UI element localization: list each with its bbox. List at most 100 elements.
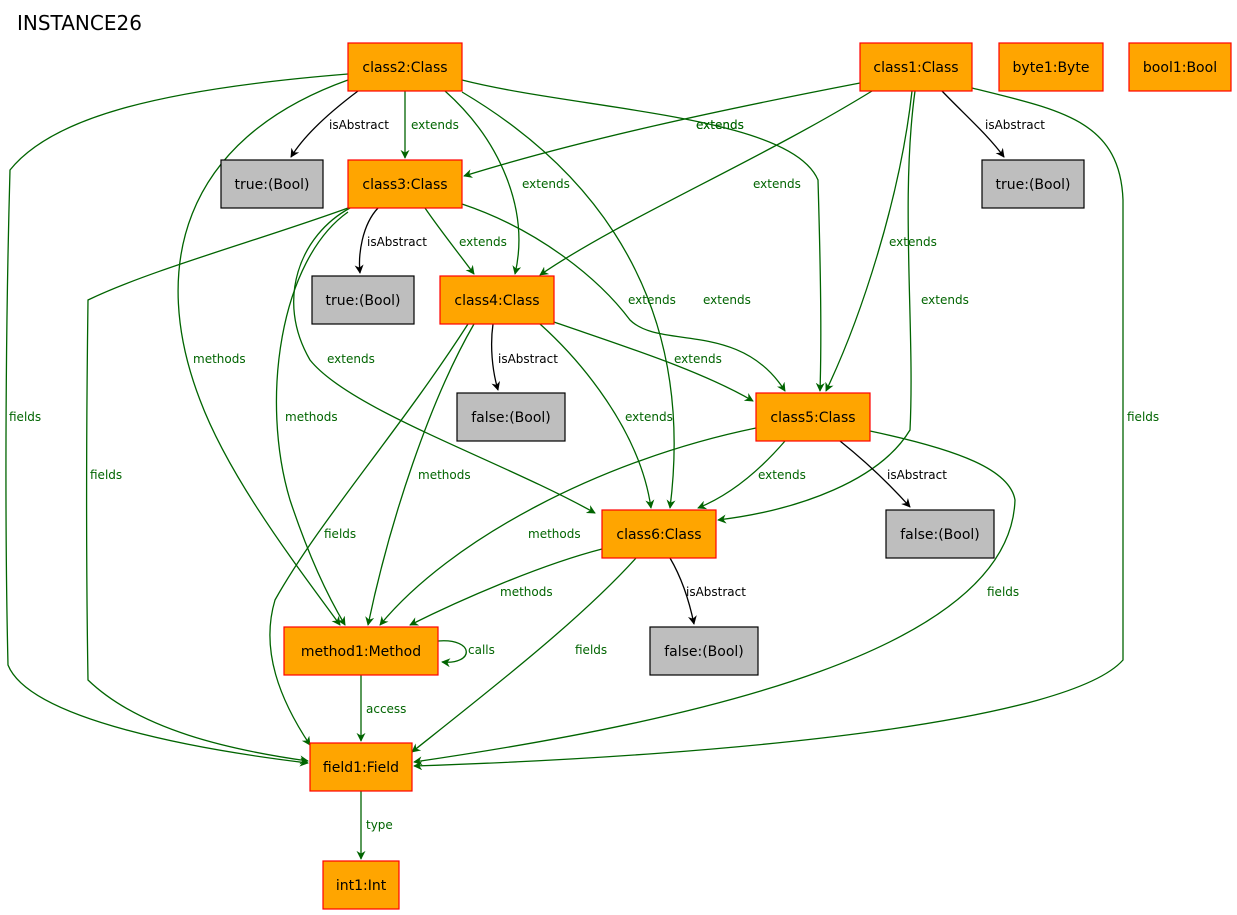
edge-label-fields: fields	[324, 527, 356, 541]
node-class5[interactable]: class5:Class	[755, 392, 871, 442]
edge-class2-extends-class6: extends	[461, 91, 751, 509]
edge-label-access: access	[366, 702, 406, 716]
node-label: false:(Bool)	[900, 527, 980, 543]
edge-label-fields: fields	[575, 643, 607, 657]
node-field1[interactable]: field1:Field	[309, 742, 413, 792]
node-bool1[interactable]: bool1:Bool	[1128, 42, 1232, 92]
edge-line	[411, 557, 637, 753]
node-v-true-c[interactable]: true:(Bool)	[311, 275, 415, 325]
edge-class5-extends-class6: extends	[697, 440, 806, 510]
edge-line	[437, 640, 467, 668]
edge-label-isabstract: isAbstract	[686, 585, 746, 599]
edge-line	[490, 323, 500, 391]
node-box	[347, 42, 463, 92]
edge-label-extends: extends	[921, 293, 969, 307]
edge-label-fields: fields	[1127, 410, 1159, 424]
edge-line	[697, 440, 786, 510]
edge-class2-methods-method1: methods	[177, 79, 349, 626]
node-box	[322, 860, 400, 910]
edge-label-fields: fields	[90, 468, 122, 482]
node-box	[859, 42, 973, 92]
node-box	[439, 275, 555, 325]
node-box	[347, 159, 463, 209]
edge-label-extends: extends	[674, 352, 722, 366]
node-class6[interactable]: class6:Class	[601, 509, 717, 559]
node-label: method1:Method	[301, 644, 421, 660]
edge-class4-extends-class5: extends	[553, 321, 754, 402]
edge-class1-isabstract-v-true-b: isAbstract	[941, 90, 1045, 158]
node-class3[interactable]: class3:Class	[347, 159, 463, 209]
node-v-false-c[interactable]: false:(Bool)	[649, 626, 759, 676]
edge-class3-extends-class5: extends	[461, 203, 786, 392]
edge-line	[409, 548, 603, 626]
edge-class3-extends-class6: extends	[293, 207, 596, 514]
node-method1[interactable]: method1:Method	[283, 626, 439, 676]
node-byte1[interactable]: byte1:Byte	[998, 42, 1104, 92]
node-label: class4:Class	[454, 293, 539, 309]
node-v-false-a[interactable]: false:(Bool)	[456, 392, 566, 442]
edge-line	[177, 79, 349, 626]
edge-line	[717, 90, 916, 524]
node-box	[998, 42, 1104, 92]
edge-label-extends: extends	[696, 118, 744, 132]
node-box	[981, 159, 1085, 209]
edge-class1-extends-class4: extends	[539, 90, 873, 276]
edge-line	[365, 323, 475, 626]
edge-line	[269, 323, 469, 746]
node-label: class3:Class	[362, 177, 447, 193]
edge-line	[354, 207, 379, 274]
edge-label-methods: methods	[285, 410, 338, 424]
node-v-true-b[interactable]: true:(Bool)	[981, 159, 1085, 209]
edge-label-methods: methods	[418, 468, 471, 482]
edge-label-isabstract: isAbstract	[329, 118, 389, 132]
node-label: byte1:Byte	[1013, 60, 1090, 76]
edge-class1-extends-class3: extends	[463, 82, 861, 178]
node-label: class1:Class	[873, 60, 958, 76]
node-class2[interactable]: class2:Class	[347, 42, 463, 92]
edge-label-extends: extends	[889, 235, 937, 249]
edge-class3-fields-field1: fields	[85, 207, 349, 765]
edge-line	[413, 87, 1124, 771]
edge-label-extends: extends	[758, 468, 806, 482]
node-label: class2:Class	[362, 60, 447, 76]
edge-field1-type-int1: type	[356, 791, 393, 860]
edge-label-methods: methods	[500, 585, 553, 599]
edge-class5-fields-field1: fields	[413, 430, 1019, 766]
node-label: bool1:Bool	[1143, 60, 1217, 76]
edge-class2-isabstract-v-true-a: isAbstract	[290, 90, 389, 158]
edge-class3-isabstract-v-true-c: isAbstract	[354, 207, 427, 274]
edge-class3-extends-class4: extends	[424, 207, 507, 275]
node-label: false:(Bool)	[471, 410, 551, 426]
edge-label-extends: extends	[628, 293, 676, 307]
edge-class2-extends-class3: extends	[400, 91, 459, 159]
node-box	[649, 626, 759, 676]
diagram-title: INSTANCE26	[17, 11, 142, 35]
node-int1[interactable]: int1:Int	[322, 860, 400, 910]
node-label: true:(Bool)	[235, 177, 310, 193]
edge-line	[825, 90, 913, 392]
edge-line	[424, 207, 475, 275]
edge-label-extends: extends	[459, 235, 507, 249]
edge-method1-calls-method1: calls	[437, 640, 495, 668]
edge-line	[275, 211, 349, 626]
edge-label-fields: fields	[987, 585, 1019, 599]
node-label: int1:Int	[336, 878, 387, 894]
edge-label-isabstract: isAbstract	[498, 352, 558, 366]
node-v-true-a[interactable]: true:(Bool)	[220, 159, 324, 209]
node-box	[601, 509, 717, 559]
edge-class5-isabstract-v-false-b: isAbstract	[839, 440, 947, 508]
edge-class1-extends-class6: extends	[717, 90, 969, 524]
edge-label-extends: extends	[625, 410, 673, 424]
edge-label-extends: extends	[327, 352, 375, 366]
node-label: false:(Bool)	[664, 644, 744, 660]
edge-line	[463, 82, 861, 178]
edge-class4-isabstract-v-false-a: isAbstract	[490, 323, 558, 391]
edge-line	[85, 207, 349, 765]
edge-line	[461, 203, 786, 392]
node-v-false-b[interactable]: false:(Bool)	[885, 509, 995, 559]
node-class1[interactable]: class1:Class	[859, 42, 973, 92]
edge-line	[539, 90, 873, 276]
node-class4[interactable]: class4:Class	[439, 275, 555, 325]
edge-class5-methods-method1: methods	[379, 427, 757, 626]
